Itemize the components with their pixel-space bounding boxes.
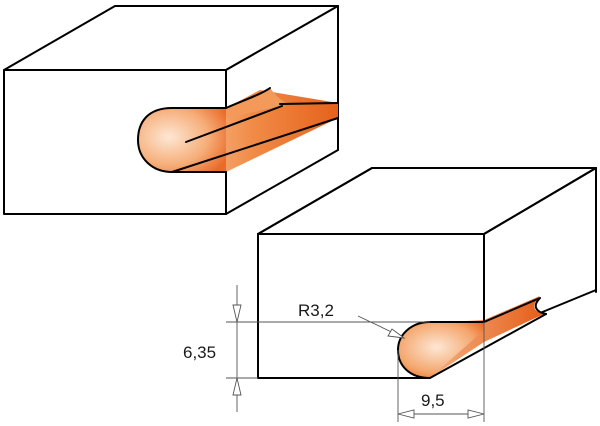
- height-arrow-top: [232, 304, 242, 323]
- upper-groove-bottom-edge: [171, 117, 339, 173]
- height-label: 6,35: [183, 343, 216, 362]
- depth-label: 9,5: [421, 391, 445, 410]
- radius-label: R3,2: [298, 301, 334, 320]
- upper-groove-outline: [137, 107, 227, 173]
- upper-groove-back-wall: [226, 88, 290, 118]
- lower-block: [257, 167, 597, 379]
- depth-arrow-right: [467, 409, 485, 419]
- upper-groove-center-line: [185, 105, 283, 143]
- depth-arrow-left: [397, 409, 415, 419]
- height-arrow-bottom: [232, 377, 242, 396]
- radius-arrow: [387, 328, 406, 339]
- lower-rebate-round-profile: [398, 322, 484, 378]
- lower-top-left-edge: [257, 167, 373, 235]
- dimension-lines: [226, 285, 485, 422]
- lower-rebate-top-edge: [483, 297, 547, 323]
- upper-block: [3, 5, 339, 215]
- dimension-labels: R3,2 6,35 9,5: [183, 301, 445, 410]
- lower-rebate-blade: [430, 296, 544, 378]
- upper-groove-far-edge: [279, 102, 339, 105]
- lower-rebate-bottom-edge: [429, 313, 547, 379]
- upper-groove-round-profile: [138, 108, 226, 172]
- upper-groove-top-edge: [225, 87, 271, 109]
- lower-top-right-edge: [483, 167, 597, 235]
